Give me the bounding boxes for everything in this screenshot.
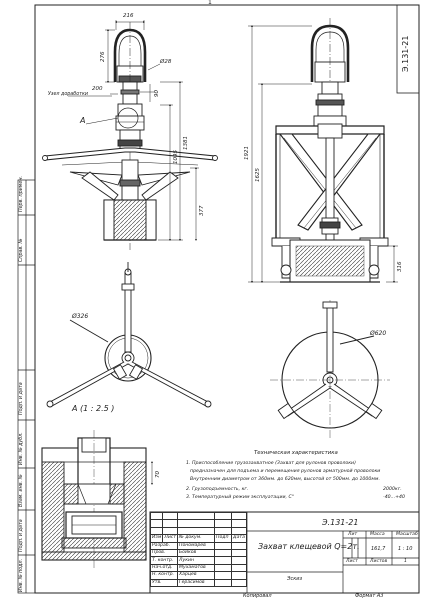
col-head-doc-no: № докум. — [177, 534, 216, 543]
view-marker-a: А — [80, 116, 86, 125]
tb-head-scale: Масштаб — [396, 532, 418, 537]
role-dept-head: Нач.отд. — [149, 563, 179, 573]
bottom-copied: Копировал — [243, 593, 272, 599]
name-tech-control: Лукин — [177, 556, 216, 565]
callout-knot: Узел доработки — [48, 92, 88, 97]
view-a-label: А (1 : 2.5 ) — [72, 404, 115, 413]
side-label-orig-inv: Инв. № подл. — [19, 558, 24, 592]
col-head-sign: Подп — [214, 534, 233, 543]
dim-90: 90 — [154, 90, 160, 97]
dim-316: 316 — [397, 261, 403, 273]
dim-phi620: Ø620 — [370, 330, 387, 337]
dim-1921: 1921 — [244, 146, 250, 160]
role-developer: Разраб. — [149, 541, 179, 550]
tb-mass: 161,7 — [371, 546, 386, 552]
dim-phi28: Ø28 — [160, 59, 172, 65]
tech-line-1: 1. Приспособление грузозахватное (Захват… — [186, 461, 356, 466]
dim-276: 276 — [100, 51, 106, 63]
role-approved: Утв. — [149, 578, 179, 587]
name-developer: Пономарев — [177, 541, 216, 550]
rotated-doc-code: Э.131-21 — [401, 35, 410, 72]
col-head-sheet: Лист — [162, 534, 179, 543]
name-dept-head: Мухаматов — [177, 563, 216, 573]
side-label-dup-inv: Инв. № дубл. — [19, 432, 24, 465]
side-label-replace-inv: Взам. инв. № — [19, 474, 24, 507]
tb-title: Захват клещевой Q=2т. — [258, 542, 360, 551]
dim-1095: 1095 — [173, 150, 179, 164]
top-page-number: 1 — [208, 0, 212, 6]
front-view — [42, 22, 218, 250]
tech-heading: Техническая характеристика — [254, 450, 338, 456]
name-checker: Бойков — [177, 548, 216, 558]
dim-1381: 1381 — [183, 136, 189, 150]
dim-200: 200 — [92, 86, 103, 92]
top-view-right — [270, 300, 390, 440]
tb-sheets-value: 1 — [404, 559, 407, 564]
col-head-change: Изм — [149, 534, 164, 543]
side-label-first-use: Перв. примен. — [19, 175, 24, 212]
dim-1625: 1625 — [255, 168, 261, 182]
tb-sketch: Эскиз — [287, 576, 303, 582]
tb-sheets-label: Листов — [370, 559, 388, 564]
name-norm-control: Харцев — [177, 571, 216, 580]
dim-377: 377 — [199, 205, 205, 217]
side-binding-column — [17, 179, 36, 594]
top-view-left — [46, 262, 212, 408]
tech-load-label: 2. Грузоподъемность, кг. — [186, 487, 249, 492]
role-checker: Пров. — [149, 548, 179, 558]
tech-temp-value: -40...+40 — [383, 495, 406, 500]
tb-head-lit: Лит — [348, 532, 358, 537]
tech-line-3: Внутренним диаметром от 360мм. до 620мм,… — [190, 477, 380, 482]
tech-load-value: 2000кг. — [383, 487, 402, 492]
dim-216: 216 — [123, 13, 134, 19]
title-block-table: Изм Лист № докум. Подп Дата Разраб. Поно… — [149, 511, 247, 587]
role-norm-control: Н. контр. — [149, 571, 179, 580]
side-view — [271, 18, 389, 283]
dim-70: 70 — [155, 471, 161, 478]
tb-sheet-label: Лист — [346, 559, 358, 564]
name-approved: Герасимов — [177, 578, 216, 587]
tb-scale: 1 : 10 — [398, 546, 413, 552]
side-label-sign-date-1: Подп. и дата — [19, 382, 24, 415]
side-label-sign-date-2: Подп. и дата — [19, 519, 24, 552]
tb-head-mass: Масса — [370, 532, 385, 537]
code-box — [396, 4, 420, 94]
side-dimension-lines — [248, 25, 398, 283]
front-dimension-lines — [68, 20, 199, 241]
tech-line-2: предназначен для подъема и перемещения р… — [190, 469, 381, 474]
dim-phi326: Ø326 — [72, 313, 89, 320]
role-tech-control: Т. контр. — [149, 556, 179, 565]
tech-temp-label: 3. Температурный режим эксплуатации, С° — [186, 495, 295, 500]
side-label-ref-number: Справ. № — [19, 238, 24, 262]
detail-a-section — [41, 430, 153, 570]
bottom-format: Формат А3 — [355, 593, 384, 599]
tb-doc-number: Э.131-21 — [322, 518, 359, 527]
col-head-date: Дата — [231, 534, 247, 543]
